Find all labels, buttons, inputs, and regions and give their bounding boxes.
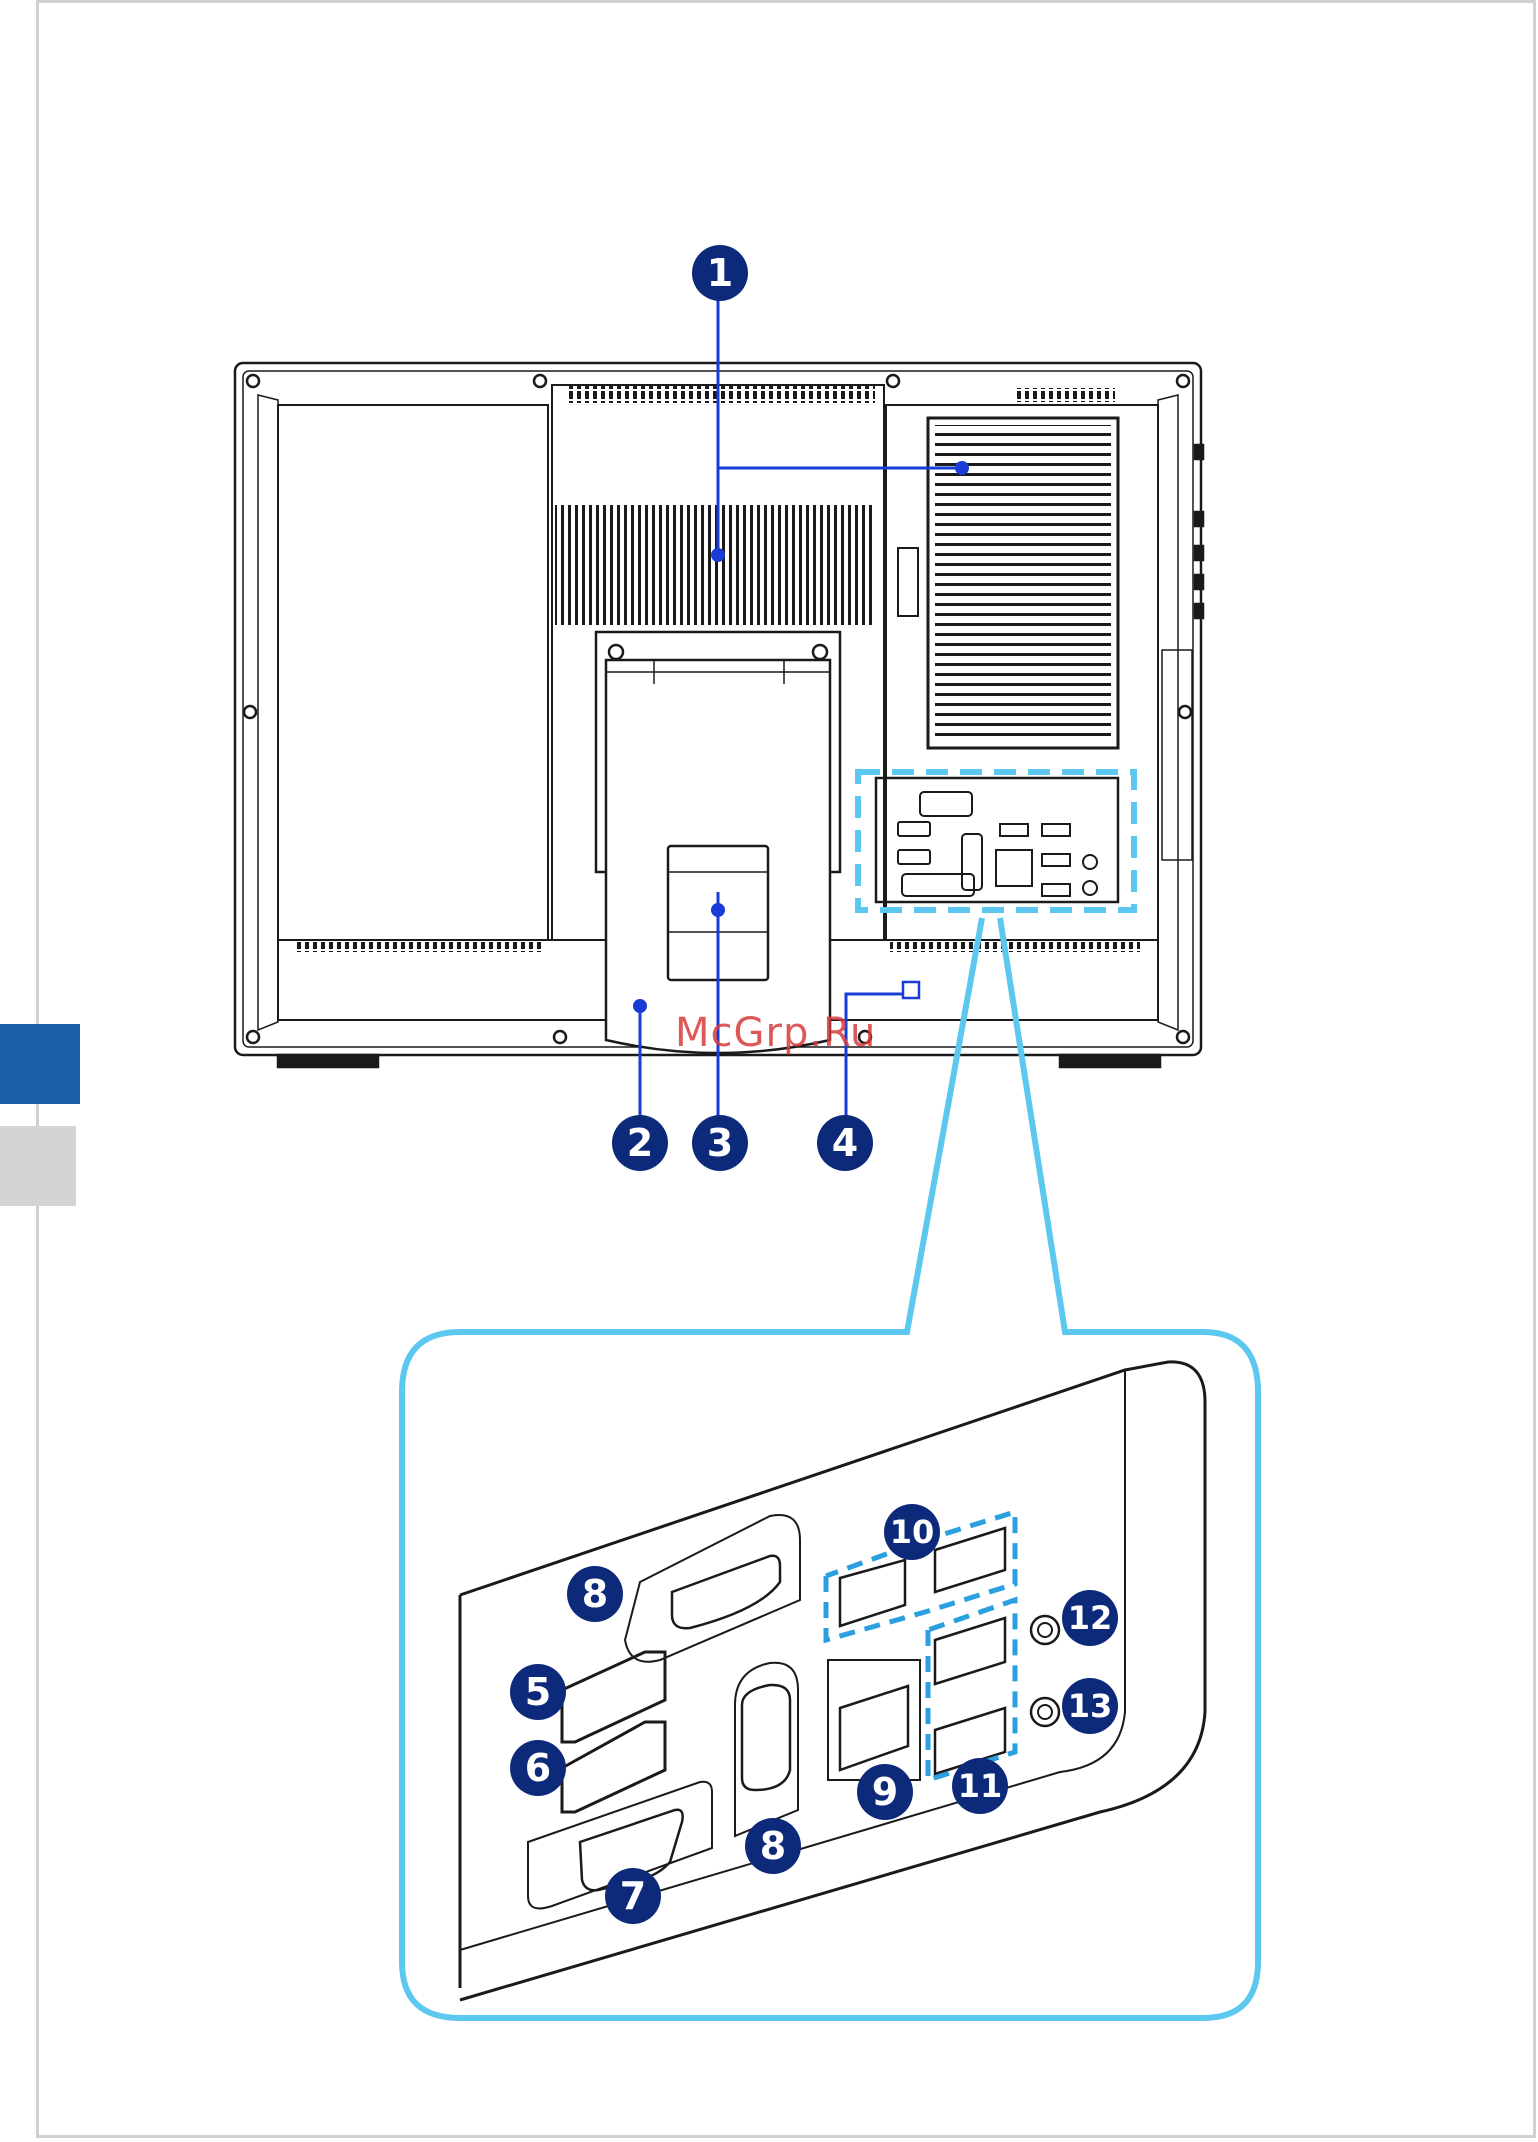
svg-text:8: 8: [760, 1824, 786, 1868]
kensington-slot: [903, 982, 919, 998]
callout-5: 5: [510, 1664, 566, 1720]
io-zoom-marker: [858, 772, 1134, 910]
zoom-connector: [402, 918, 1258, 2018]
svg-text:6: 6: [525, 1746, 551, 1790]
callout-8-top: 8: [567, 1566, 623, 1622]
svg-text:7: 7: [620, 1874, 646, 1918]
callout-6: 6: [510, 1740, 566, 1796]
svg-text:4: 4: [832, 1121, 858, 1165]
svg-text:10: 10: [890, 1513, 935, 1551]
callout-10: 10: [884, 1504, 940, 1560]
io-port-area: [876, 778, 1118, 902]
callout-7: 7: [605, 1868, 661, 1924]
callout-2: 2: [612, 1115, 668, 1171]
svg-text:3: 3: [707, 1121, 733, 1165]
callout-12: 12: [1062, 1590, 1118, 1646]
callout-1: 1: [692, 245, 748, 301]
svg-text:13: 13: [1068, 1687, 1113, 1725]
callout-11: 11: [952, 1758, 1008, 1814]
callout-9: 9: [857, 1764, 913, 1820]
svg-text:1: 1: [707, 251, 733, 295]
callout-8-bottom: 8: [745, 1818, 801, 1874]
callout-13: 13: [1062, 1678, 1118, 1734]
svg-text:11: 11: [958, 1767, 1003, 1805]
svg-text:5: 5: [525, 1670, 551, 1714]
callout-3: 3: [692, 1115, 748, 1171]
svg-text:9: 9: [872, 1770, 898, 1814]
watermark: McGrp.Ru: [675, 1010, 876, 1056]
svg-text:12: 12: [1068, 1599, 1113, 1637]
svg-text:2: 2: [627, 1121, 653, 1165]
callout-4: 4: [817, 1115, 873, 1171]
svg-text:8: 8: [582, 1572, 608, 1616]
